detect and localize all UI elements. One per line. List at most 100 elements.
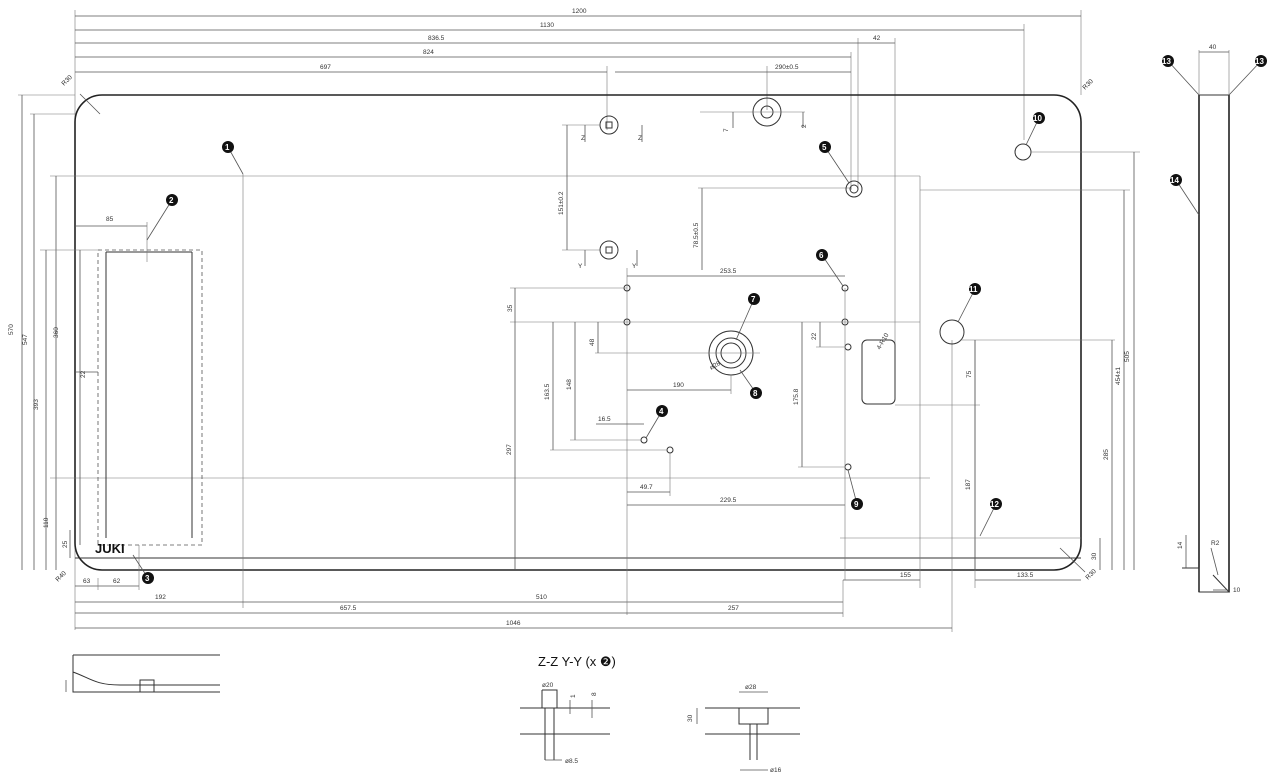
side-dim-14: 14 [1177, 541, 1184, 549]
side-dim-r2: R2 [1211, 540, 1220, 547]
dim-r30-tr: R30 [1081, 78, 1095, 92]
sec-phi8-5: ø8.5 [565, 758, 578, 765]
section-views: Z-Z Y-Y (x ❷) ø20 8 1 ø8.5 ø28 30 ø16 [520, 654, 800, 774]
dim-187: 187 [965, 479, 972, 490]
callout-11 [969, 283, 981, 295]
dim-1200: 1200 [572, 8, 587, 15]
dim-290: 290±0.5 [775, 64, 799, 71]
svg-text:3: 3 [145, 574, 150, 583]
svg-text:2: 2 [169, 196, 174, 205]
dim-192: 192 [155, 594, 166, 601]
sec-phi20: ø20 [542, 682, 554, 689]
label-y2: Y [632, 263, 637, 270]
label-y1: Y [578, 263, 583, 270]
sec-30: 30 [687, 714, 694, 722]
dim-r30-br: R30 [1084, 568, 1098, 582]
callout-13-left [1162, 55, 1174, 67]
dim-570: 570 [8, 324, 15, 335]
sec-phi16: ø16 [770, 767, 782, 774]
callout-4 [656, 405, 668, 417]
callout-14 [1170, 174, 1182, 186]
drawer-opening: 85 360 22 [53, 216, 203, 546]
dim-62: 62 [113, 578, 121, 585]
table-plate: R30 R30 R40 R30 [54, 74, 1098, 584]
dim-42: 42 [873, 35, 881, 42]
callout-9 [851, 498, 863, 510]
callout-8 [750, 387, 762, 399]
dim-360: 360 [53, 327, 60, 338]
svg-text:13: 13 [1255, 57, 1264, 66]
dim-454: 454±1 [1115, 367, 1122, 385]
dim-155: 155 [900, 572, 911, 579]
dim-510: 510 [536, 594, 547, 601]
svg-text:5: 5 [822, 143, 827, 152]
bed-cutout: 253.5 35 297 48 ø28 190 163.5 148 16.5 [506, 268, 920, 580]
dim-16: 16.5 [598, 416, 611, 423]
dim-48: 48 [589, 338, 596, 346]
callout-12 [990, 498, 1002, 510]
dim-22: 22 [80, 370, 87, 378]
svg-text:13: 13 [1162, 57, 1171, 66]
dim-393: 393 [33, 399, 40, 410]
svg-text:8: 8 [753, 389, 758, 398]
dim-35: 35 [507, 304, 514, 312]
svg-text:11: 11 [969, 285, 978, 294]
dim-phi28: ø28 [709, 360, 723, 372]
label-z1: Z [581, 135, 585, 142]
dim-75: 75 [966, 370, 973, 378]
dim-t2: 2 [801, 124, 808, 128]
svg-text:9: 9 [854, 500, 859, 509]
dim-1046: 1046 [506, 620, 521, 627]
callout-2 [166, 194, 178, 206]
dim-497: 49.7 [640, 484, 653, 491]
dim-190: 190 [673, 382, 684, 389]
dim-1130: 1130 [540, 22, 554, 29]
callout-5 [819, 141, 831, 153]
hole-5 [845, 180, 863, 198]
left-dimensions: 570 547 393 110 25 [8, 94, 930, 570]
dim-85: 85 [106, 216, 114, 223]
dim-t7: 7 [723, 128, 730, 132]
dim-78: 78.5±0.5 [693, 222, 700, 248]
svg-text:6: 6 [819, 251, 824, 260]
dim-285: 285 [1103, 449, 1110, 460]
dim-110: 110 [43, 517, 50, 528]
overall-dimensions: 1200 1130 836.5 42 824 697 290±0.5 [74, 8, 1082, 630]
dim-175: 175.8 [793, 388, 800, 405]
callout-10 [1033, 112, 1045, 124]
juki-logo: JUKI [95, 541, 125, 556]
edge-profile-sketch [65, 654, 220, 693]
dim-25: 25 [62, 540, 69, 548]
svg-text:12: 12 [990, 500, 999, 509]
svg-text:7: 7 [751, 295, 756, 304]
dim-824: 824 [423, 49, 434, 56]
side-dim-10: 10 [1233, 587, 1241, 594]
label-z2: Z [638, 135, 642, 142]
dim-r30-tl: R30 [60, 74, 74, 88]
side-dim-40: 40 [1209, 44, 1217, 51]
callout-6 [816, 249, 828, 261]
bottom-dimensions: 63 62 192 510 657.5 257 1046 155 133.5 [75, 174, 1081, 632]
dim-151: 151±0.2 [558, 191, 565, 215]
dim-133: 133.5 [1017, 572, 1034, 579]
dim-r40-bl: R40 [54, 570, 68, 584]
side-view: 40 14 R2 10 [1177, 44, 1241, 594]
dim-148: 148 [566, 379, 573, 390]
dim-257: 257 [728, 605, 739, 612]
dim-297: 297 [506, 444, 513, 455]
svg-text:1: 1 [225, 143, 230, 152]
callout-1 [222, 141, 234, 153]
dim-163: 163.5 [544, 383, 551, 400]
head-holes: 151±0.2 Z Z Y Y 7 2 78.5±0.5 [558, 97, 852, 270]
dim-30: 30 [1091, 552, 1098, 560]
dim-4r10: 4-R10 [876, 332, 891, 351]
callouts: 1 2 3 4 5 6 7 8 9 10 11 12 [132, 55, 1267, 584]
dim-253: 253.5 [720, 268, 737, 275]
dim-505: 505 [1124, 351, 1131, 362]
dim-547: 547 [22, 334, 29, 345]
svg-text:10: 10 [1033, 114, 1042, 123]
callout-3 [142, 572, 154, 584]
sec-8: 8 [591, 692, 598, 696]
dim-2295: 229.5 [720, 497, 737, 504]
